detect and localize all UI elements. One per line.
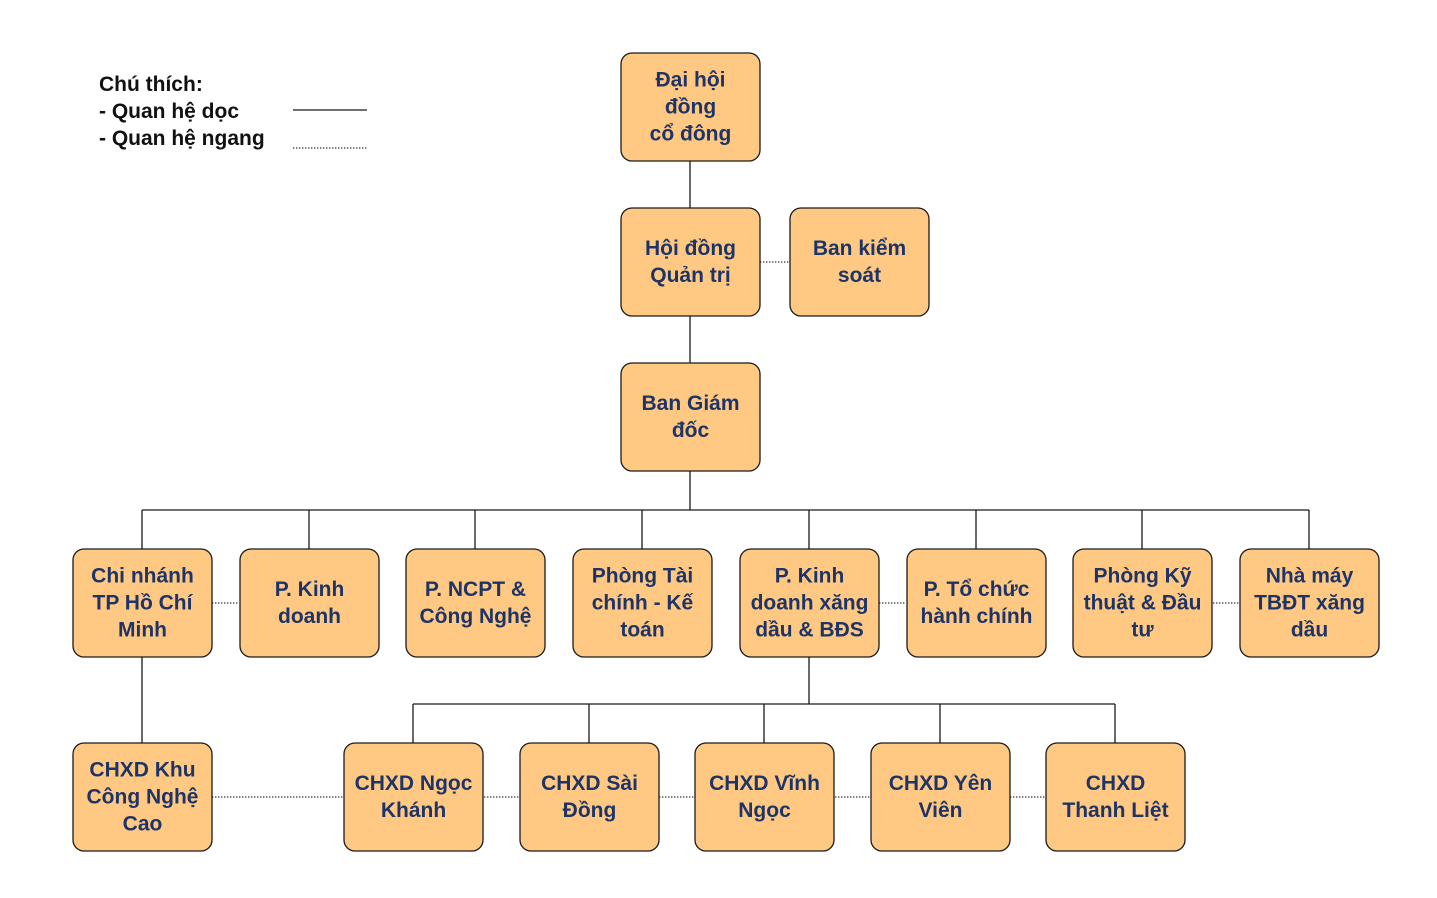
node-box	[343, 742, 484, 852]
node-label-line: CHXD Vĩnh	[709, 772, 820, 795]
node-label-line: Phòng Kỹ	[1094, 565, 1192, 588]
node-label-line: Đại hội	[655, 69, 725, 92]
node-directors: Ban Giám đốc	[620, 362, 761, 472]
node-label-line: Khánh	[381, 799, 446, 822]
node-label-line: Hội đồng	[645, 237, 736, 260]
node-label-line: P. Kinh	[275, 578, 345, 601]
node-box	[789, 207, 930, 317]
node-label-line: đồng	[665, 96, 716, 119]
node-box	[620, 52, 761, 162]
node-label-line: toán	[620, 619, 664, 642]
node-label-line: P. Kinh	[775, 565, 845, 588]
node-label-line: CHXD Khu	[89, 759, 195, 782]
node-box	[620, 207, 761, 317]
node-label-line: Cao	[123, 813, 163, 836]
node-label-line: CHXD	[1086, 772, 1146, 795]
horizontal-connectors	[212, 261, 1240, 798]
node-label-line: Ban kiểm	[813, 237, 906, 260]
node-admin: P. Tổ chức hành chính	[906, 548, 1047, 658]
node-label-line: Quản trị	[650, 264, 731, 287]
node-finance: Phòng Tài chính - Kế toán	[572, 548, 713, 658]
node-box	[694, 742, 835, 852]
node-label-line: Nhà máy	[1266, 565, 1354, 588]
node-label-line: Phòng Tài	[592, 565, 694, 588]
node-label-line: Viên	[919, 799, 963, 822]
node-box	[72, 742, 213, 852]
legend-vertical-label: - Quan hệ dọc	[99, 100, 240, 123]
node-label-line: Công Nghệ	[87, 786, 199, 809]
node-box	[572, 548, 713, 658]
node-label-line: doanh	[278, 605, 341, 628]
node-label-line: Đồng	[563, 799, 617, 822]
node-fuel-realestate: P. Kinh doanh xăng dầu & BĐS	[739, 548, 880, 658]
node-label-line: CHXD Yên	[889, 772, 992, 795]
node-label-line: dầu & BĐS	[755, 619, 864, 642]
node-label-line: chính - Kế	[592, 592, 694, 615]
node-sales: P. Kinh doanh	[239, 548, 380, 658]
node-label-line: Chi nhánh	[91, 565, 194, 588]
node-box	[1239, 548, 1380, 658]
node-box	[1045, 742, 1186, 852]
node-label-line: TBĐT xăng	[1254, 592, 1365, 615]
legend-horizontal-label: - Quan hệ ngang	[99, 127, 265, 150]
node-box	[620, 362, 761, 472]
node-label-line: hành chính	[921, 605, 1033, 628]
node-box	[870, 742, 1011, 852]
node-label-line: soát	[838, 264, 881, 287]
node-shareholders: Đại hội đồng cổ đông	[620, 52, 761, 162]
node-box	[72, 548, 213, 658]
node-label-line: CHXD Sài	[541, 772, 638, 795]
node-label-line: thuật & Đầu	[1084, 592, 1202, 615]
node-box	[1072, 548, 1213, 658]
node-technical: Phòng Kỹ thuật & Đầu tư	[1072, 548, 1213, 658]
node-label-line: Công Nghệ	[420, 605, 532, 628]
node-ncpt: P. NCPT & Công Nghệ	[405, 548, 546, 658]
node-label-line: P. Tổ chức	[924, 578, 1030, 601]
node-label-line: đốc	[672, 419, 710, 442]
node-label-line: P. NCPT &	[425, 578, 526, 601]
node-box	[739, 548, 880, 658]
node-label-line: Ngọc	[738, 799, 791, 822]
vertical-connectors	[141, 161, 1310, 743]
node-supervisory: Ban kiểm soát	[789, 207, 930, 317]
node-box	[239, 548, 380, 658]
node-label-line: Thanh Liệt	[1062, 799, 1168, 822]
node-label-line: cổ đông	[650, 123, 732, 146]
node-label-line: TP Hồ Chí	[93, 592, 194, 615]
node-label-line: Ban Giám	[641, 392, 739, 415]
node-label-line: Minh	[118, 619, 167, 642]
node-label-line: doanh xăng	[751, 592, 869, 615]
legend-title: Chú thích:	[99, 73, 203, 96]
node-box	[906, 548, 1047, 658]
node-thanh-liet: CHXD Thanh Liệt	[1045, 742, 1186, 852]
node-box	[405, 548, 546, 658]
node-label-line: CHXD Ngọc	[355, 772, 473, 795]
node-label-line: dầu	[1291, 619, 1328, 642]
node-box	[519, 742, 660, 852]
node-label-line: tư	[1131, 619, 1154, 642]
